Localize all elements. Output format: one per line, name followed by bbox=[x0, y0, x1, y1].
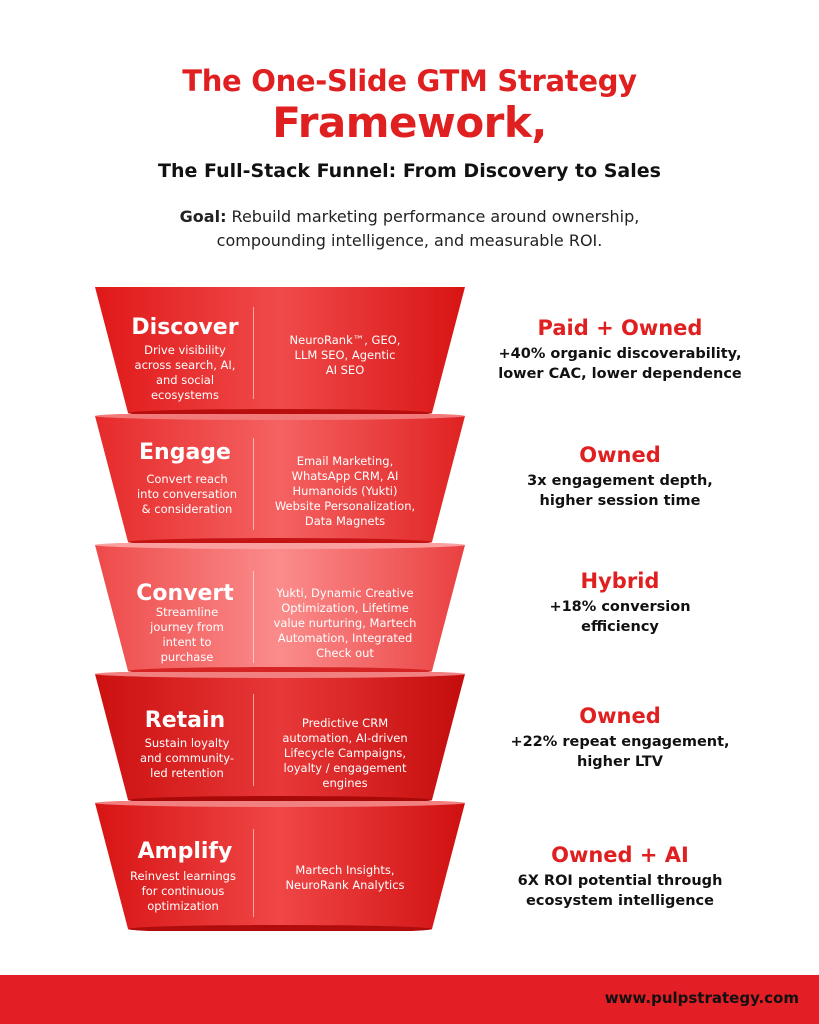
goal-line-1: Rebuild marketing performance around own… bbox=[226, 207, 640, 226]
stage-name: Amplify bbox=[137, 839, 233, 864]
result-title: Hybrid bbox=[580, 569, 660, 593]
title-line-1: The One-Slide GTM Strategy bbox=[182, 64, 637, 98]
footer-url: www.pulpstrategy.com bbox=[604, 989, 799, 1007]
result-discover: Paid + Owned +40% organic discoverabilit… bbox=[470, 315, 770, 384]
result-title: Owned + AI bbox=[551, 843, 689, 867]
result-title: Owned bbox=[579, 704, 661, 728]
stage-divider bbox=[253, 307, 254, 399]
stage-tools: Martech Insights,NeuroRank Analytics bbox=[285, 863, 405, 892]
title-line-2: Framework, bbox=[272, 98, 547, 147]
result-retain: Owned +22% repeat engagement,higher LTV bbox=[470, 703, 770, 772]
stage-divider bbox=[253, 829, 254, 917]
stage-divider bbox=[253, 694, 254, 786]
goal-line-2: compounding intelligence, and measurable… bbox=[216, 231, 603, 250]
result-title: Owned bbox=[579, 443, 661, 467]
funnel-segment-engage-shape bbox=[95, 414, 465, 544]
stage-divider bbox=[253, 438, 254, 530]
goal-label: Goal: bbox=[179, 207, 227, 226]
footer-bar: www.pulpstrategy.com bbox=[0, 975, 819, 1024]
stage-name: Retain bbox=[144, 708, 226, 733]
result-title: Paid + Owned bbox=[537, 316, 703, 340]
goal-statement: Goal: Rebuild marketing performance arou… bbox=[60, 205, 759, 253]
result-description: +40% organic discoverability,lower CAC, … bbox=[498, 346, 742, 382]
subtitle: The Full-Stack Funnel: From Discovery to… bbox=[158, 160, 661, 182]
result-engage: Owned 3x engagement depth,higher session… bbox=[470, 442, 770, 511]
result-description: 3x engagement depth,higher session time bbox=[527, 473, 713, 509]
stage-name: Convert bbox=[136, 581, 234, 606]
result-description: +22% repeat engagement,higher LTV bbox=[510, 734, 730, 770]
stage-divider bbox=[253, 571, 254, 663]
stage-name: Engage bbox=[139, 440, 231, 465]
funnel-segment-amplify-shape bbox=[95, 801, 465, 931]
stage-name: Discover bbox=[131, 315, 239, 340]
